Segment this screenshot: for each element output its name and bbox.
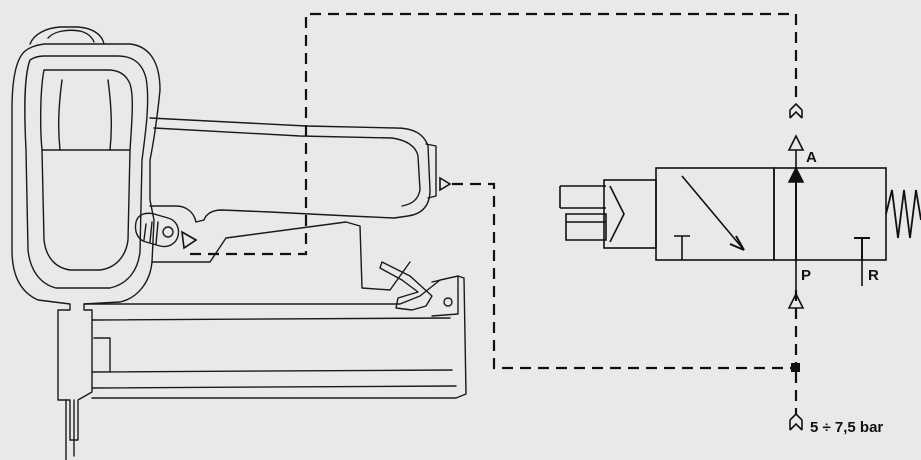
pressure-label: 5 ÷ 7,5 bar bbox=[810, 419, 883, 436]
tool-trigger bbox=[134, 212, 180, 248]
tool-head-crease-2 bbox=[57, 79, 113, 151]
valve-box-left bbox=[655, 167, 775, 261]
pilot-line-a bbox=[190, 12, 798, 256]
solenoid-notch bbox=[609, 185, 625, 243]
trigger-port-triangle bbox=[181, 230, 198, 250]
valve-left-arrowhead bbox=[729, 235, 745, 251]
tool-outlet-triangle bbox=[439, 176, 452, 192]
port-r-label: R bbox=[868, 267, 879, 284]
supply-line-tool bbox=[452, 182, 792, 370]
valve-right-arrowhead bbox=[787, 166, 805, 183]
port-a-triangle bbox=[787, 134, 805, 151]
tool-trigger-lines bbox=[143, 221, 159, 245]
port-a-label: A bbox=[806, 149, 817, 166]
tool-rear-cap bbox=[425, 143, 437, 199]
tool-latch-bracket bbox=[431, 275, 459, 317]
tool-head-body bbox=[11, 43, 161, 441]
tool-handle bbox=[149, 117, 431, 223]
tool-trigger-pivot bbox=[162, 226, 174, 238]
valve-left-tee bbox=[674, 235, 690, 260]
tool-head-panel-inner bbox=[39, 69, 134, 271]
coupling-symbols bbox=[789, 102, 803, 431]
tool-lower-body bbox=[151, 221, 411, 291]
directional-valve bbox=[559, 150, 921, 290]
tool-latch-lever bbox=[379, 261, 433, 311]
tool-handle-underline bbox=[153, 127, 421, 207]
coupling-top-icon bbox=[789, 102, 803, 119]
valve-right-tee bbox=[854, 237, 870, 260]
port-p-label: P bbox=[801, 267, 811, 284]
tool-rail bbox=[93, 337, 111, 373]
tool-top-cap-detail bbox=[47, 29, 95, 43]
tool-head-panel bbox=[24, 55, 149, 289]
tool-latch-pin bbox=[443, 297, 453, 307]
coupling-bottom-icon bbox=[789, 412, 803, 431]
port-p-triangle bbox=[787, 292, 805, 309]
tool-nose bbox=[65, 399, 75, 460]
valve-spring bbox=[885, 189, 921, 239]
nail-gun-drawing bbox=[11, 26, 467, 460]
pneumatic-lines bbox=[190, 12, 798, 414]
manual-actuator bbox=[559, 185, 607, 241]
tool-magazine-inner bbox=[91, 317, 457, 389]
valve-left-diagonal bbox=[681, 175, 745, 251]
junction-node bbox=[791, 363, 800, 372]
tool-top-cap bbox=[29, 26, 105, 45]
